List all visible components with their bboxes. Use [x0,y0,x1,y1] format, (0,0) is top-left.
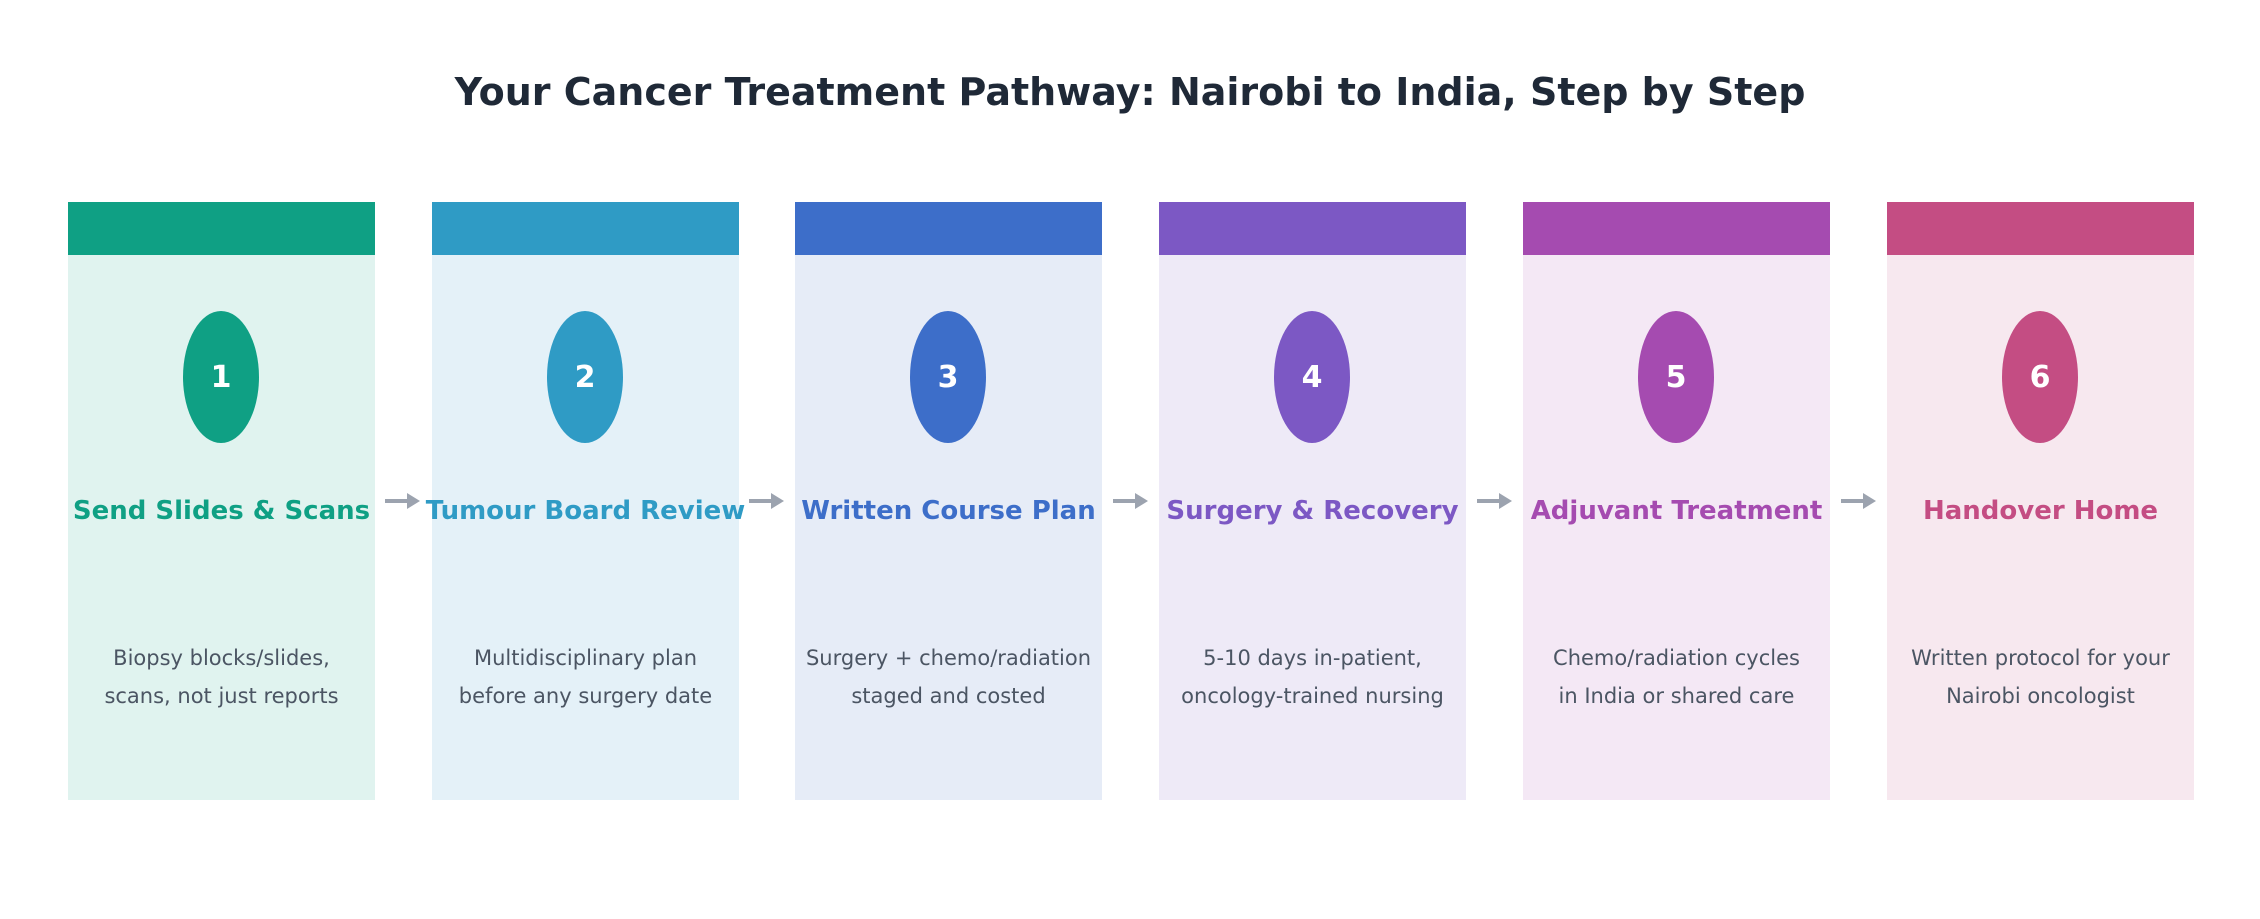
step-description-line: Nairobi oncologist [1946,683,2135,708]
arrow-right-icon [1113,493,1148,509]
arrow-right-icon [749,493,784,509]
step-description: Written protocol for your Nairobi oncolo… [1887,640,2194,716]
step-number-badge: 6 [2002,311,2078,443]
step-label: Surgery & Recovery [1166,496,1459,526]
step-card-6: 6 Handover Home Written protocol for you… [1887,202,2194,800]
step-number-badge: 5 [1638,311,1714,443]
step-label: Written Course Plan [801,496,1096,526]
step-card-1: 1 Send Slides & Scans Biopsy blocks/slid… [68,202,375,800]
step-description-line: staged and costed [851,683,1046,708]
step-description: Multidisciplinary plan before any surger… [432,640,739,716]
step-label: Send Slides & Scans [72,496,371,526]
step-card-4: 4 Surgery & Recovery 5-10 days in-patien… [1159,202,1466,800]
step-description-line: Surgery + chemo/radiation [805,646,1092,670]
step-header-bar [1887,202,2194,255]
step-description-line: Biopsy blocks/slides, [113,646,330,670]
step-number-badge: 4 [1274,311,1350,443]
step-card-3: 3 Written Course Plan Surgery + chemo/ra… [795,202,1102,800]
step-description-line: oncology-trained nursing [1181,683,1444,708]
step-description-line: in India or shared care [1558,683,1795,708]
step-number-badge: 3 [910,311,986,443]
arrow-right-icon [1841,493,1876,509]
step-header-bar [1523,202,1830,255]
step-description-line: before any surgery date [458,683,713,708]
step-label: Handover Home [1922,496,2159,526]
step-description: Chemo/radiation cycles in India or share… [1523,640,1830,716]
step-description-line: Multidisciplinary plan [473,646,698,670]
step-number-badge: 1 [183,311,259,443]
step-description-line: Written protocol for your [1911,646,2170,670]
step-label: Tumour Board Review [425,496,746,526]
step-header-bar [432,202,739,255]
step-header-bar [68,202,375,255]
step-header-bar [795,202,1102,255]
arrow-right-icon [385,493,420,509]
step-description: Surgery + chemo/radiation staged and cos… [795,640,1102,716]
step-description: Biopsy blocks/slides, scans, not just re… [68,640,375,716]
step-number-badge: 2 [547,311,623,443]
step-header-bar [1159,202,1466,255]
step-description-line: 5-10 days in-patient, [1203,646,1422,670]
page-title: Your Cancer Treatment Pathway: Nairobi t… [454,70,1806,114]
step-description-line: Chemo/radiation cycles [1553,646,1800,670]
arrow-right-icon [1477,493,1512,509]
step-label: Adjuvant Treatment [1530,496,1823,526]
step-description-line: scans, not just reports [104,683,339,708]
step-card-2: 2 Tumour Board Review Multidisciplinary … [426,202,745,800]
step-description: 5-10 days in-patient, oncology-trained n… [1159,640,1466,716]
step-card-5: 5 Adjuvant Treatment Chemo/radiation cyc… [1523,202,1830,800]
